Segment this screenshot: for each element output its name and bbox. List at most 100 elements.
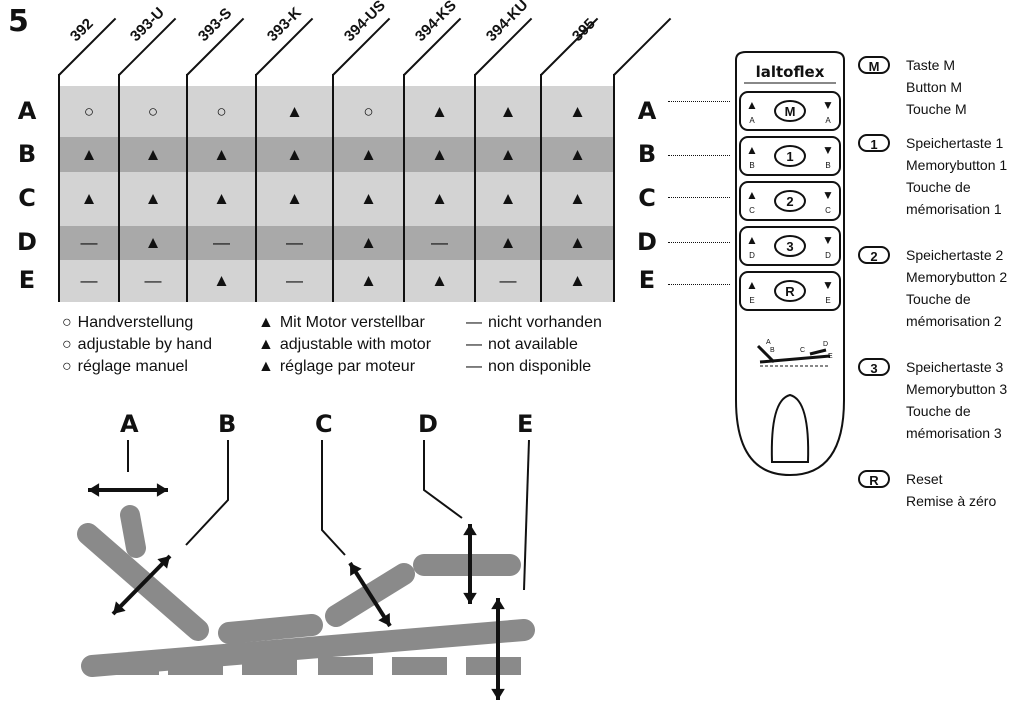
legend-text: réglage par moteur: [279, 358, 416, 375]
dotted-connector: [668, 284, 730, 285]
column-divider: [58, 74, 60, 302]
row-label-right: B: [637, 139, 657, 168]
key-badge-icon: M: [858, 56, 890, 74]
base-frame-part: [81, 619, 535, 677]
button-description: Memorybutton 2: [906, 269, 1008, 285]
table-row-band: [59, 260, 614, 302]
legend-text: nicht vorhanden: [488, 314, 602, 331]
table-cell: —: [286, 233, 303, 252]
button-description: Speichertaste 1: [906, 135, 1004, 151]
button-center-label: 1: [786, 149, 793, 164]
table-cell: —: [80, 271, 98, 290]
button-description: mémorisation 1: [906, 201, 1002, 217]
button-description: Touche de: [906, 291, 971, 307]
button-side-label: B: [825, 161, 830, 170]
legend-symbol: —: [466, 314, 482, 331]
table-cell: —: [144, 271, 162, 290]
button-description: Memorybutton 1: [906, 157, 1008, 173]
button-center-label: M: [785, 104, 796, 119]
header-slant-line: [613, 17, 672, 76]
legend-symbol: ○: [62, 336, 72, 353]
up-arrow-icon: ▲: [746, 188, 758, 202]
legend-symbol: ▲: [258, 358, 274, 375]
mini-diagram-label: E: [828, 353, 833, 360]
button-description: Remise à zéro: [906, 493, 997, 509]
button-side-label: C: [749, 206, 755, 215]
button-description: Touche de: [906, 403, 971, 419]
table-row-band: [59, 172, 614, 226]
key-badge-icon: R: [858, 470, 890, 488]
table-cell: ▲: [569, 101, 586, 121]
button-description: Taste M: [906, 57, 956, 73]
key-badge-icon: 2: [858, 246, 890, 264]
button-center-oval: [774, 100, 806, 122]
row-label-left: B: [17, 139, 37, 168]
legend-symbol: ▲: [258, 336, 274, 353]
dotted-connector: [668, 242, 730, 243]
legend-symbol: ○: [62, 358, 72, 375]
legend-symbol: —: [466, 358, 482, 375]
row-label-right: C: [638, 184, 656, 212]
dotted-connector: [668, 101, 730, 102]
button-side-label: E: [825, 296, 830, 305]
table-cell: ▲: [286, 189, 303, 208]
row-label-left: E: [18, 266, 36, 294]
table-cell: ▲: [80, 189, 98, 208]
up-arrow-icon: ▲: [746, 278, 758, 292]
button-description: Speichertaste 2: [906, 247, 1004, 263]
slat-part: [242, 657, 297, 675]
mini-back: [756, 344, 776, 364]
column-divider: [332, 74, 334, 302]
button-side-label: C: [825, 206, 831, 215]
table-row-band: [59, 226, 614, 260]
arrow-head: [491, 688, 505, 700]
arrow-head: [350, 563, 362, 576]
slat-part: [168, 657, 223, 675]
column-divider: [186, 74, 188, 302]
button-side-label: D: [825, 251, 831, 260]
down-arrow-icon: ▼: [822, 98, 834, 112]
button-center-label: 3: [786, 239, 793, 254]
slat-part: [392, 657, 447, 675]
diagram-letter: D: [418, 410, 438, 438]
table-cell: ▲: [499, 144, 517, 164]
seat-section-part: [218, 614, 323, 644]
button-description: mémorisation 3: [906, 425, 1002, 441]
table-cell: ○: [363, 101, 374, 121]
arrow-head: [463, 592, 477, 604]
leader-line: [185, 440, 229, 546]
arrow-c: [348, 561, 392, 628]
table-cell: ▲: [360, 233, 377, 252]
legend-symbol: —: [466, 336, 482, 353]
down-arrow-icon: ▼: [822, 278, 834, 292]
arrow-head: [88, 483, 100, 497]
up-arrow-icon: ▲: [746, 98, 758, 112]
table-cell: ▲: [360, 271, 377, 290]
column-divider: [540, 74, 542, 302]
column-divider: [255, 74, 257, 302]
button-side-label: A: [825, 116, 831, 125]
row-label-right: A: [637, 96, 657, 125]
diagram-letter: B: [218, 410, 236, 438]
table-cell: ▲: [499, 233, 517, 252]
mini-leg: [809, 348, 827, 356]
row-label-right: E: [638, 266, 656, 294]
mini-diagram-label: D: [823, 341, 828, 348]
legend-text: adjustable by hand: [77, 336, 212, 353]
column-divider: [613, 74, 615, 302]
leader-line: [321, 440, 346, 556]
mini-diagram-label: C: [800, 347, 805, 354]
table-row-band: [59, 137, 614, 172]
table-cell: ▲: [286, 144, 303, 164]
table-cell: ▲: [213, 271, 230, 290]
diagram-letter: C: [315, 410, 333, 438]
leader-line: [423, 440, 463, 519]
legend-entry: ○Handverstellung: [62, 314, 193, 332]
table-cell: ▲: [360, 189, 377, 208]
diagram-letter: E: [517, 410, 533, 438]
legend-entry: ▲adjustable with motor: [258, 336, 431, 354]
step-number: 5: [8, 4, 29, 39]
row-label-left: D: [17, 228, 37, 256]
table-cell: ▲: [144, 233, 162, 252]
table-cell: ▲: [569, 271, 586, 290]
